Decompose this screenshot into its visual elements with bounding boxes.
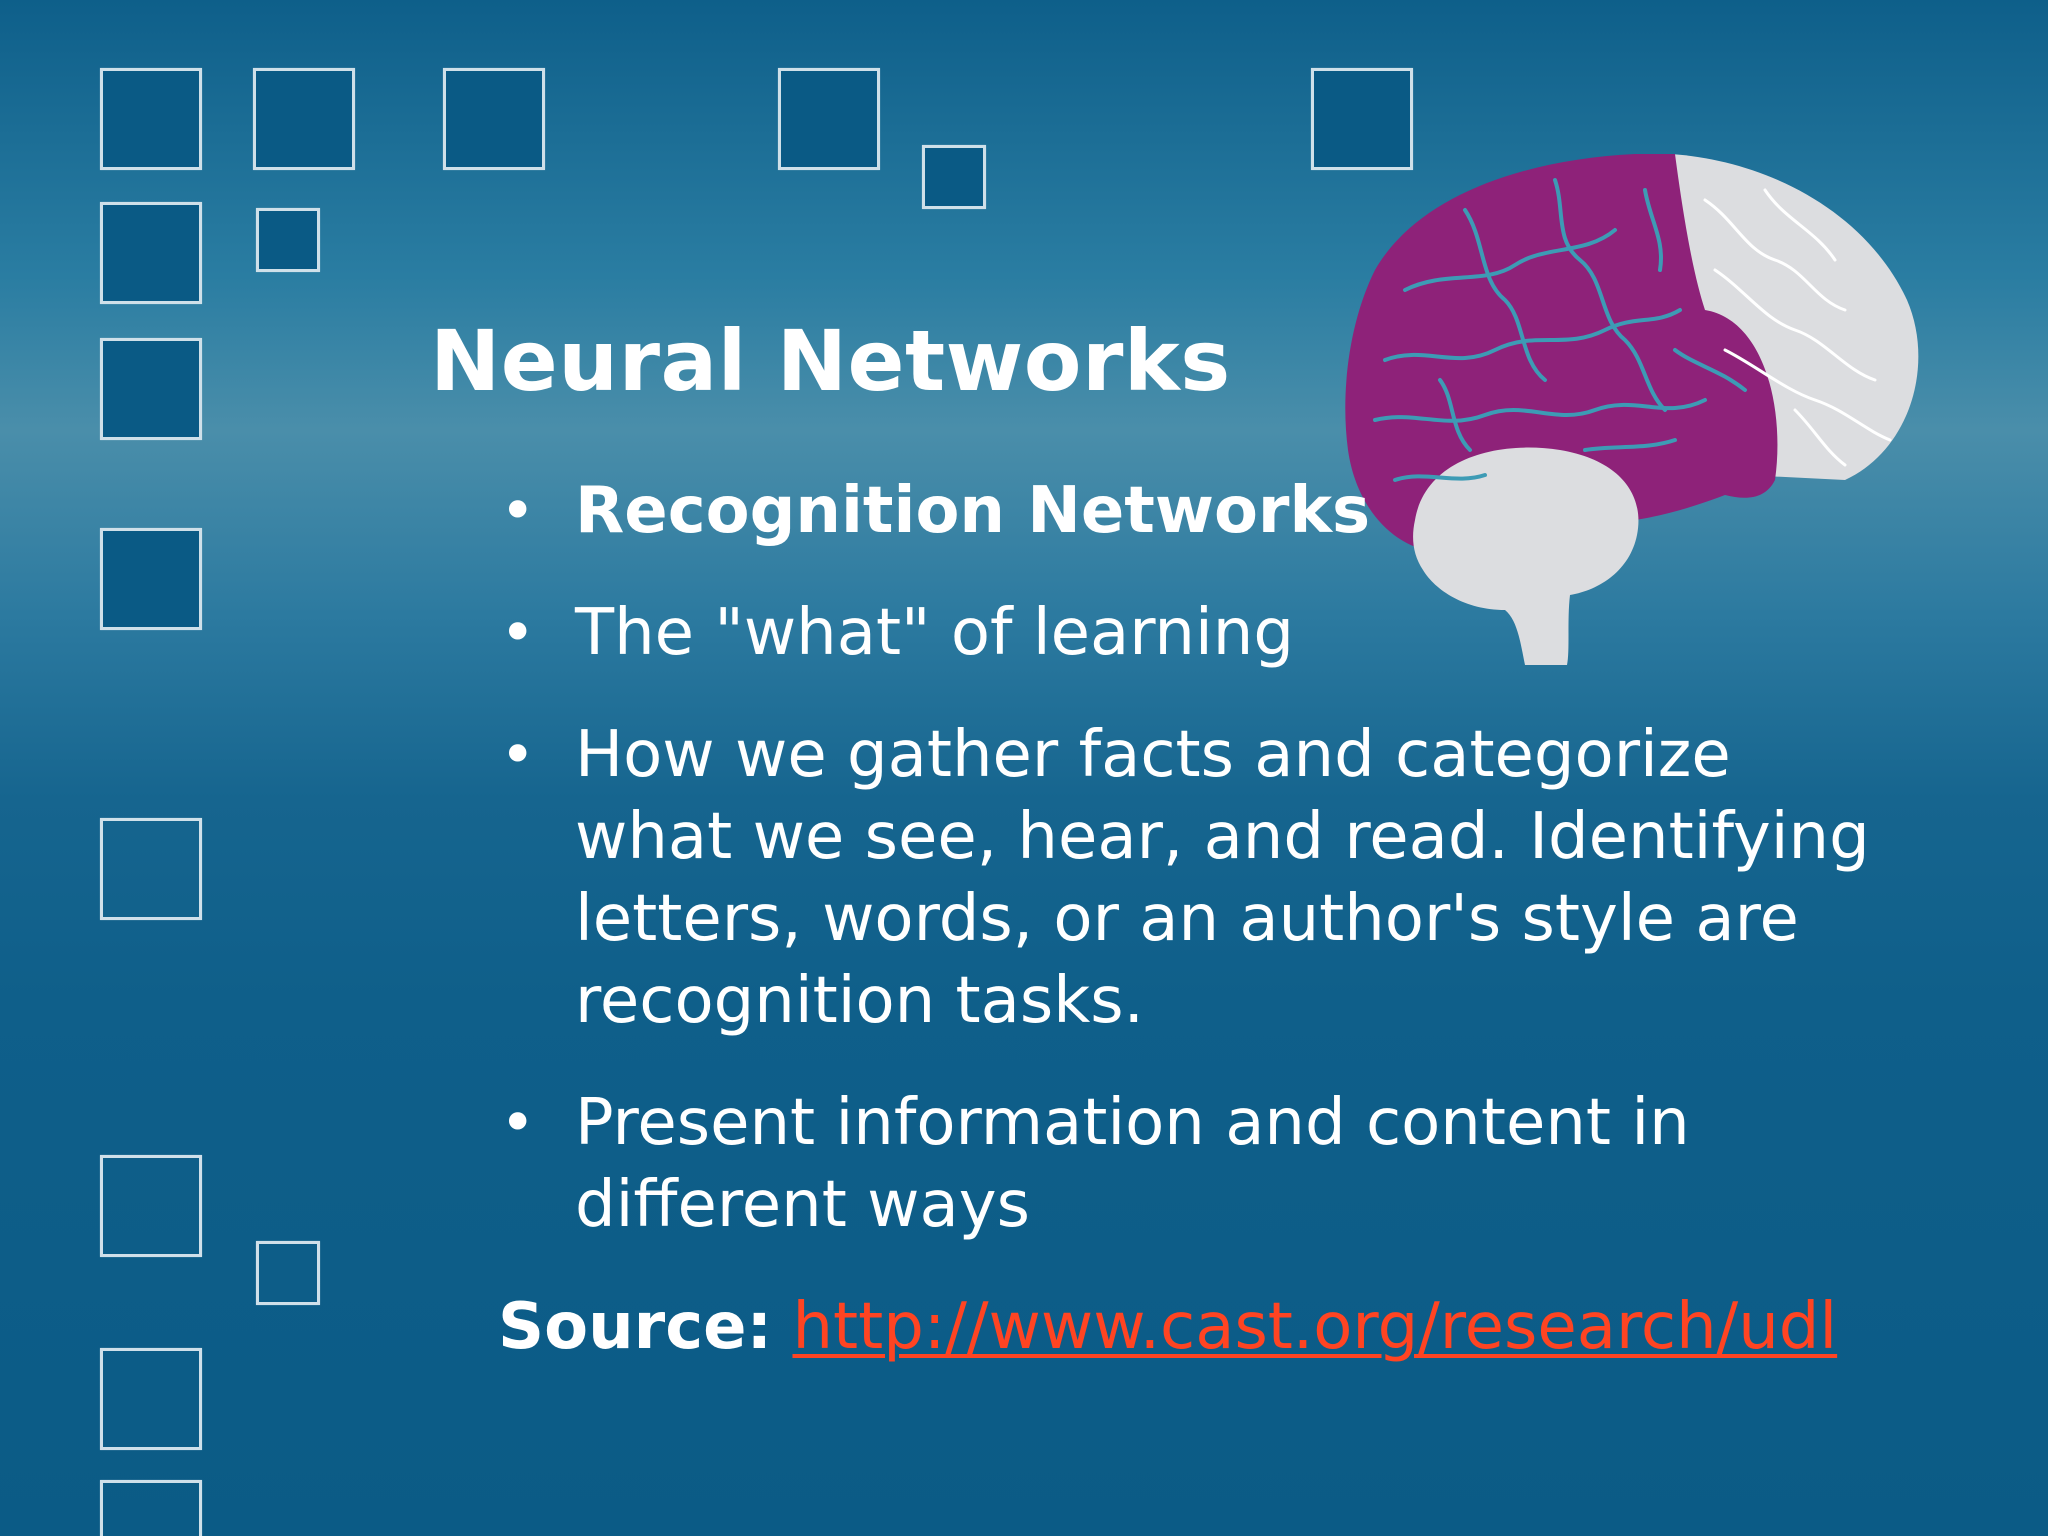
decor-square xyxy=(256,208,320,272)
decor-square xyxy=(100,202,202,304)
list-item: • The "what" of learning xyxy=(500,592,1900,674)
source-line: Source: http://www.cast.org/research/udl xyxy=(498,1290,1837,1364)
bullet-text: The "what" of learning xyxy=(575,596,1294,670)
bullet-icon: • xyxy=(500,720,536,790)
decor-square xyxy=(100,818,202,920)
decor-square xyxy=(922,145,986,209)
bullet-icon: • xyxy=(500,476,536,546)
decor-square xyxy=(100,1155,202,1257)
slide-title: Neural Networks xyxy=(430,312,1231,410)
list-item: • Recognition Networks xyxy=(500,470,1900,552)
decor-square xyxy=(100,528,202,630)
list-item: • How we gather facts and categorize wha… xyxy=(500,714,1900,1042)
decor-square xyxy=(256,1241,320,1305)
decor-square xyxy=(778,68,880,170)
bullet-icon: • xyxy=(500,1088,536,1158)
bullet-text: How we gather facts and categorize what … xyxy=(575,718,1870,1038)
bullet-text: Recognition Networks xyxy=(575,474,1371,548)
decor-square xyxy=(100,68,202,170)
decor-square xyxy=(443,68,545,170)
bullet-list: • Recognition Networks • The "what" of l… xyxy=(500,470,1900,1286)
list-item: • Present information and content in dif… xyxy=(500,1082,1900,1246)
bullet-text: Present information and content in diffe… xyxy=(575,1086,1690,1242)
source-label: Source: xyxy=(498,1290,773,1364)
decor-square xyxy=(253,68,355,170)
source-link[interactable]: http://www.cast.org/research/udl xyxy=(792,1290,1838,1364)
bullet-icon: • xyxy=(500,598,536,668)
decor-square xyxy=(100,338,202,440)
decor-square xyxy=(100,1348,202,1450)
brain-illustration xyxy=(1345,154,1919,665)
decor-square xyxy=(1311,68,1413,170)
decor-square xyxy=(100,1480,202,1536)
